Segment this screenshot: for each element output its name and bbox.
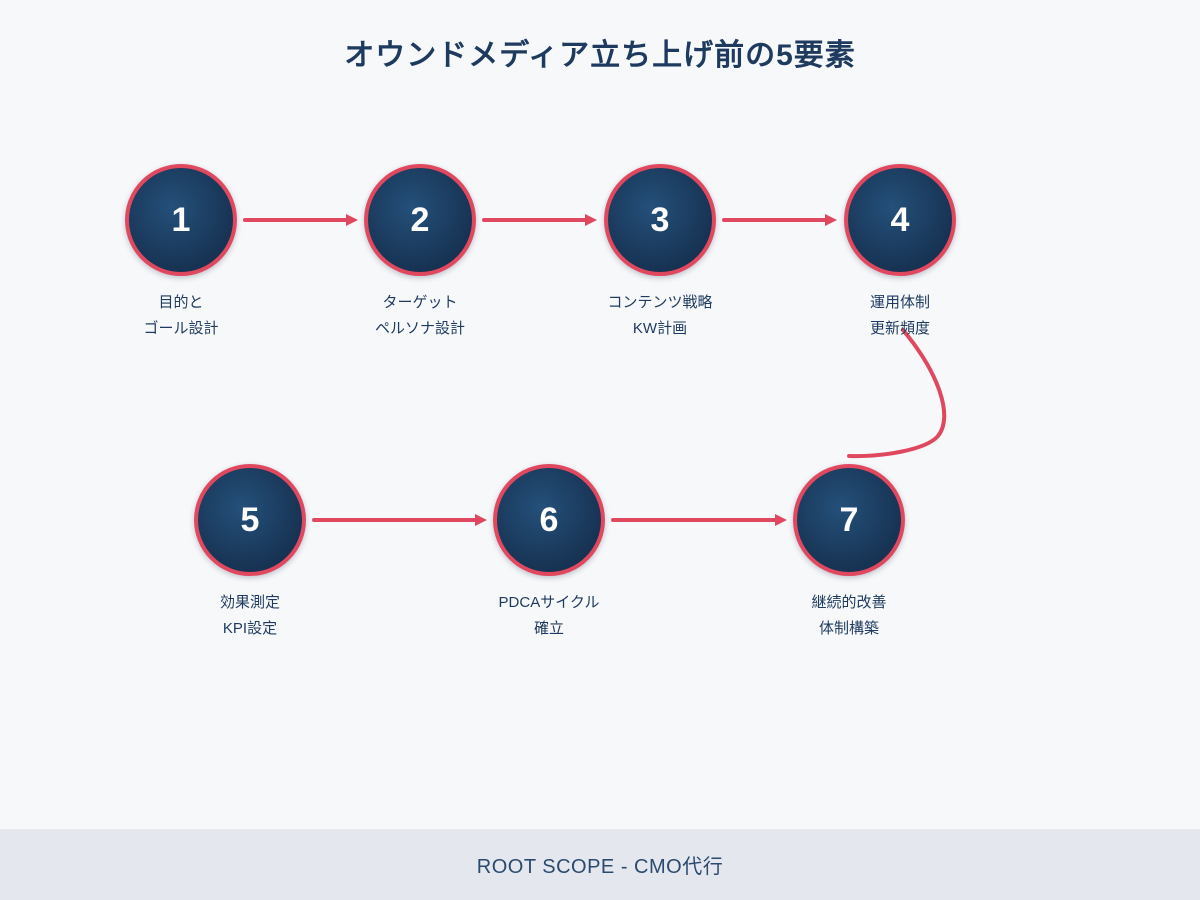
footer-text: ROOT SCOPE - CMO代行 bbox=[476, 856, 724, 878]
step-1: 1 目的と ゴール設計 bbox=[71, 164, 291, 342]
step-4: 4 運用体制 更新頻度 bbox=[790, 164, 1010, 342]
footer-band: ROOT SCOPE - CMO代行 bbox=[0, 829, 1200, 900]
step-1-number: 1 bbox=[171, 201, 191, 239]
step-1-circle: 1 bbox=[125, 164, 237, 276]
step-5-label: 効果測定 KPI設定 bbox=[219, 594, 280, 637]
step-6: 6 PDCAサイクル 確立 bbox=[439, 464, 659, 642]
step-3: 3 コンテンツ戦略 KW計画 bbox=[550, 164, 770, 342]
step-7-label: 継続的改善 体制構築 bbox=[811, 594, 887, 637]
step-4-circle: 4 bbox=[844, 164, 956, 276]
page-title: オウンドメディア立ち上げ前の5要素 bbox=[344, 39, 856, 72]
step-7-circle: 7 bbox=[793, 464, 905, 576]
step-4-number: 4 bbox=[890, 201, 910, 239]
step-6-number: 6 bbox=[539, 501, 559, 539]
step-7-number: 7 bbox=[839, 501, 859, 539]
step-6-circle: 6 bbox=[493, 464, 605, 576]
curve-step4-to-row2 bbox=[847, 328, 947, 459]
step-7: 7 継続的改善 体制構築 bbox=[739, 464, 959, 642]
step-5-number: 5 bbox=[240, 501, 260, 539]
step-4-label: 運用体制 更新頻度 bbox=[869, 294, 930, 337]
step-2-circle: 2 bbox=[364, 164, 476, 276]
step-5-circle: 5 bbox=[194, 464, 306, 576]
step-2-number: 2 bbox=[410, 201, 430, 239]
step-2: 2 ターゲット ペルソナ設計 bbox=[310, 164, 530, 342]
step-2-label: ターゲット ペルソナ設計 bbox=[374, 294, 465, 337]
step-6-label: PDCAサイクル 確立 bbox=[498, 594, 600, 637]
step-3-label: コンテンツ戦略 KW計画 bbox=[607, 294, 713, 337]
step-3-circle: 3 bbox=[604, 164, 716, 276]
step-1-label: 目的と ゴール設計 bbox=[143, 294, 219, 337]
step-3-number: 3 bbox=[650, 201, 670, 239]
step-5: 5 効果測定 KPI設定 bbox=[140, 464, 360, 642]
